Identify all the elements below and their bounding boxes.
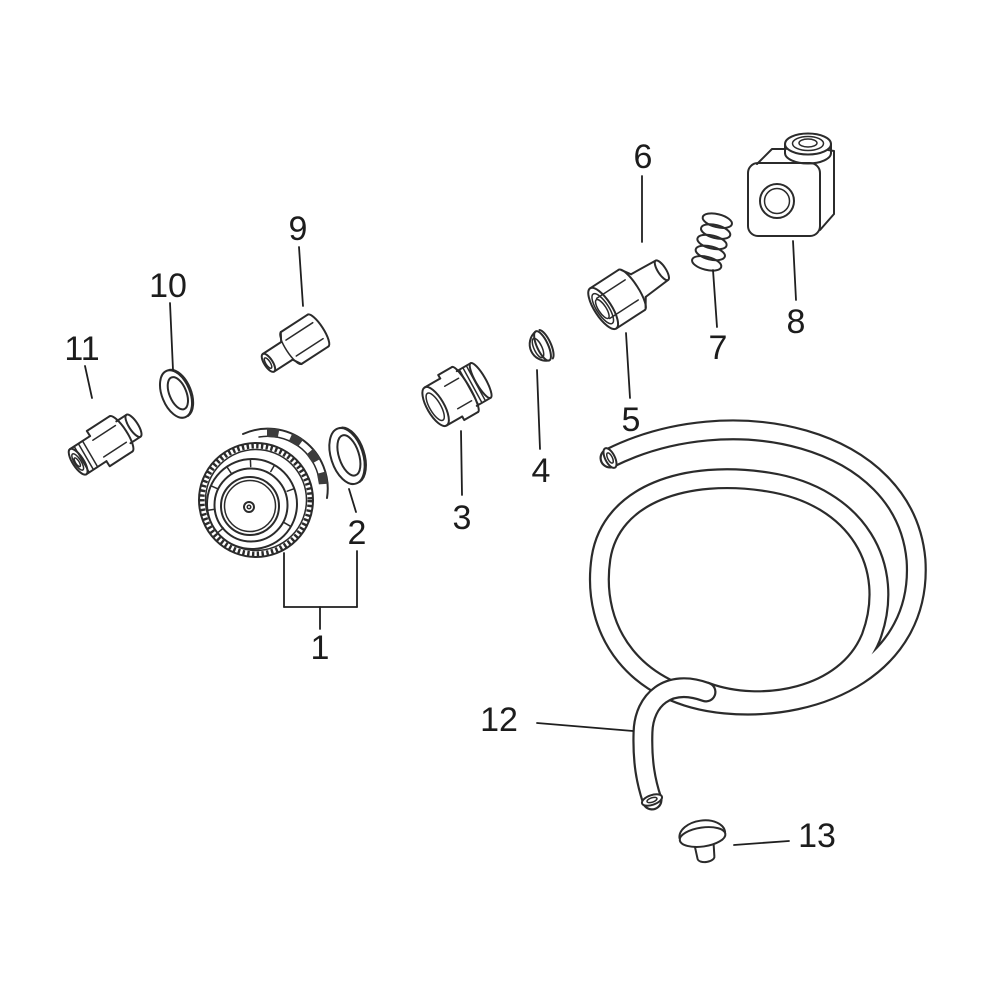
part-label-5: 5 — [622, 401, 641, 439]
leader-lines — [84, 175, 797, 846]
elbow-top-boss — [784, 132, 832, 165]
part-7-spring — [691, 212, 733, 272]
part-label-10: 10 — [149, 267, 187, 305]
part-label-9: 9 — [289, 210, 308, 248]
leader-7 — [712, 269, 718, 328]
leader-10 — [169, 302, 174, 371]
part-10-flat-washer — [158, 368, 195, 419]
part-1-quick-coupler — [198, 427, 329, 558]
part-label-4: 4 — [532, 452, 551, 490]
leader-1-bracket — [283, 550, 358, 630]
part-label-2: 2 — [348, 514, 367, 552]
part-8-elbow-union — [747, 132, 835, 237]
part-label-1: 1 — [311, 629, 330, 667]
part-label-13: 13 — [798, 817, 836, 855]
leader-5 — [625, 332, 631, 399]
leader-11 — [84, 365, 93, 399]
part-label-12: 12 — [480, 701, 518, 739]
leader-8 — [792, 240, 797, 301]
part-label-3: 3 — [453, 499, 472, 537]
part-9-reducer-nipple — [260, 313, 331, 373]
part-labels: 1 2 3 4 5 6 7 8 9 10 11 12 13 — [64, 138, 836, 855]
leader-13 — [733, 840, 790, 846]
part-12-spiral-hose — [589, 419, 927, 811]
leader-9 — [298, 246, 304, 307]
hose-open-end-top — [602, 447, 618, 469]
part-label-11: 11 — [64, 330, 99, 368]
part-3-hex-adapter — [421, 362, 493, 428]
leader-12 — [536, 722, 634, 732]
part-11-male-adapter — [67, 413, 143, 476]
part-2-sealing-washer — [328, 426, 367, 486]
part-label-6: 6 — [634, 138, 653, 176]
part-label-8: 8 — [787, 303, 806, 341]
part-4-cap — [528, 328, 555, 362]
part-label-7: 7 — [709, 329, 728, 367]
part-5-hose-connector — [587, 259, 670, 331]
leader-2 — [348, 488, 357, 513]
leader-3 — [460, 430, 463, 496]
leader-4 — [536, 369, 541, 450]
hose-open-end-bottom — [640, 793, 664, 807]
part-13-plug — [678, 819, 727, 864]
